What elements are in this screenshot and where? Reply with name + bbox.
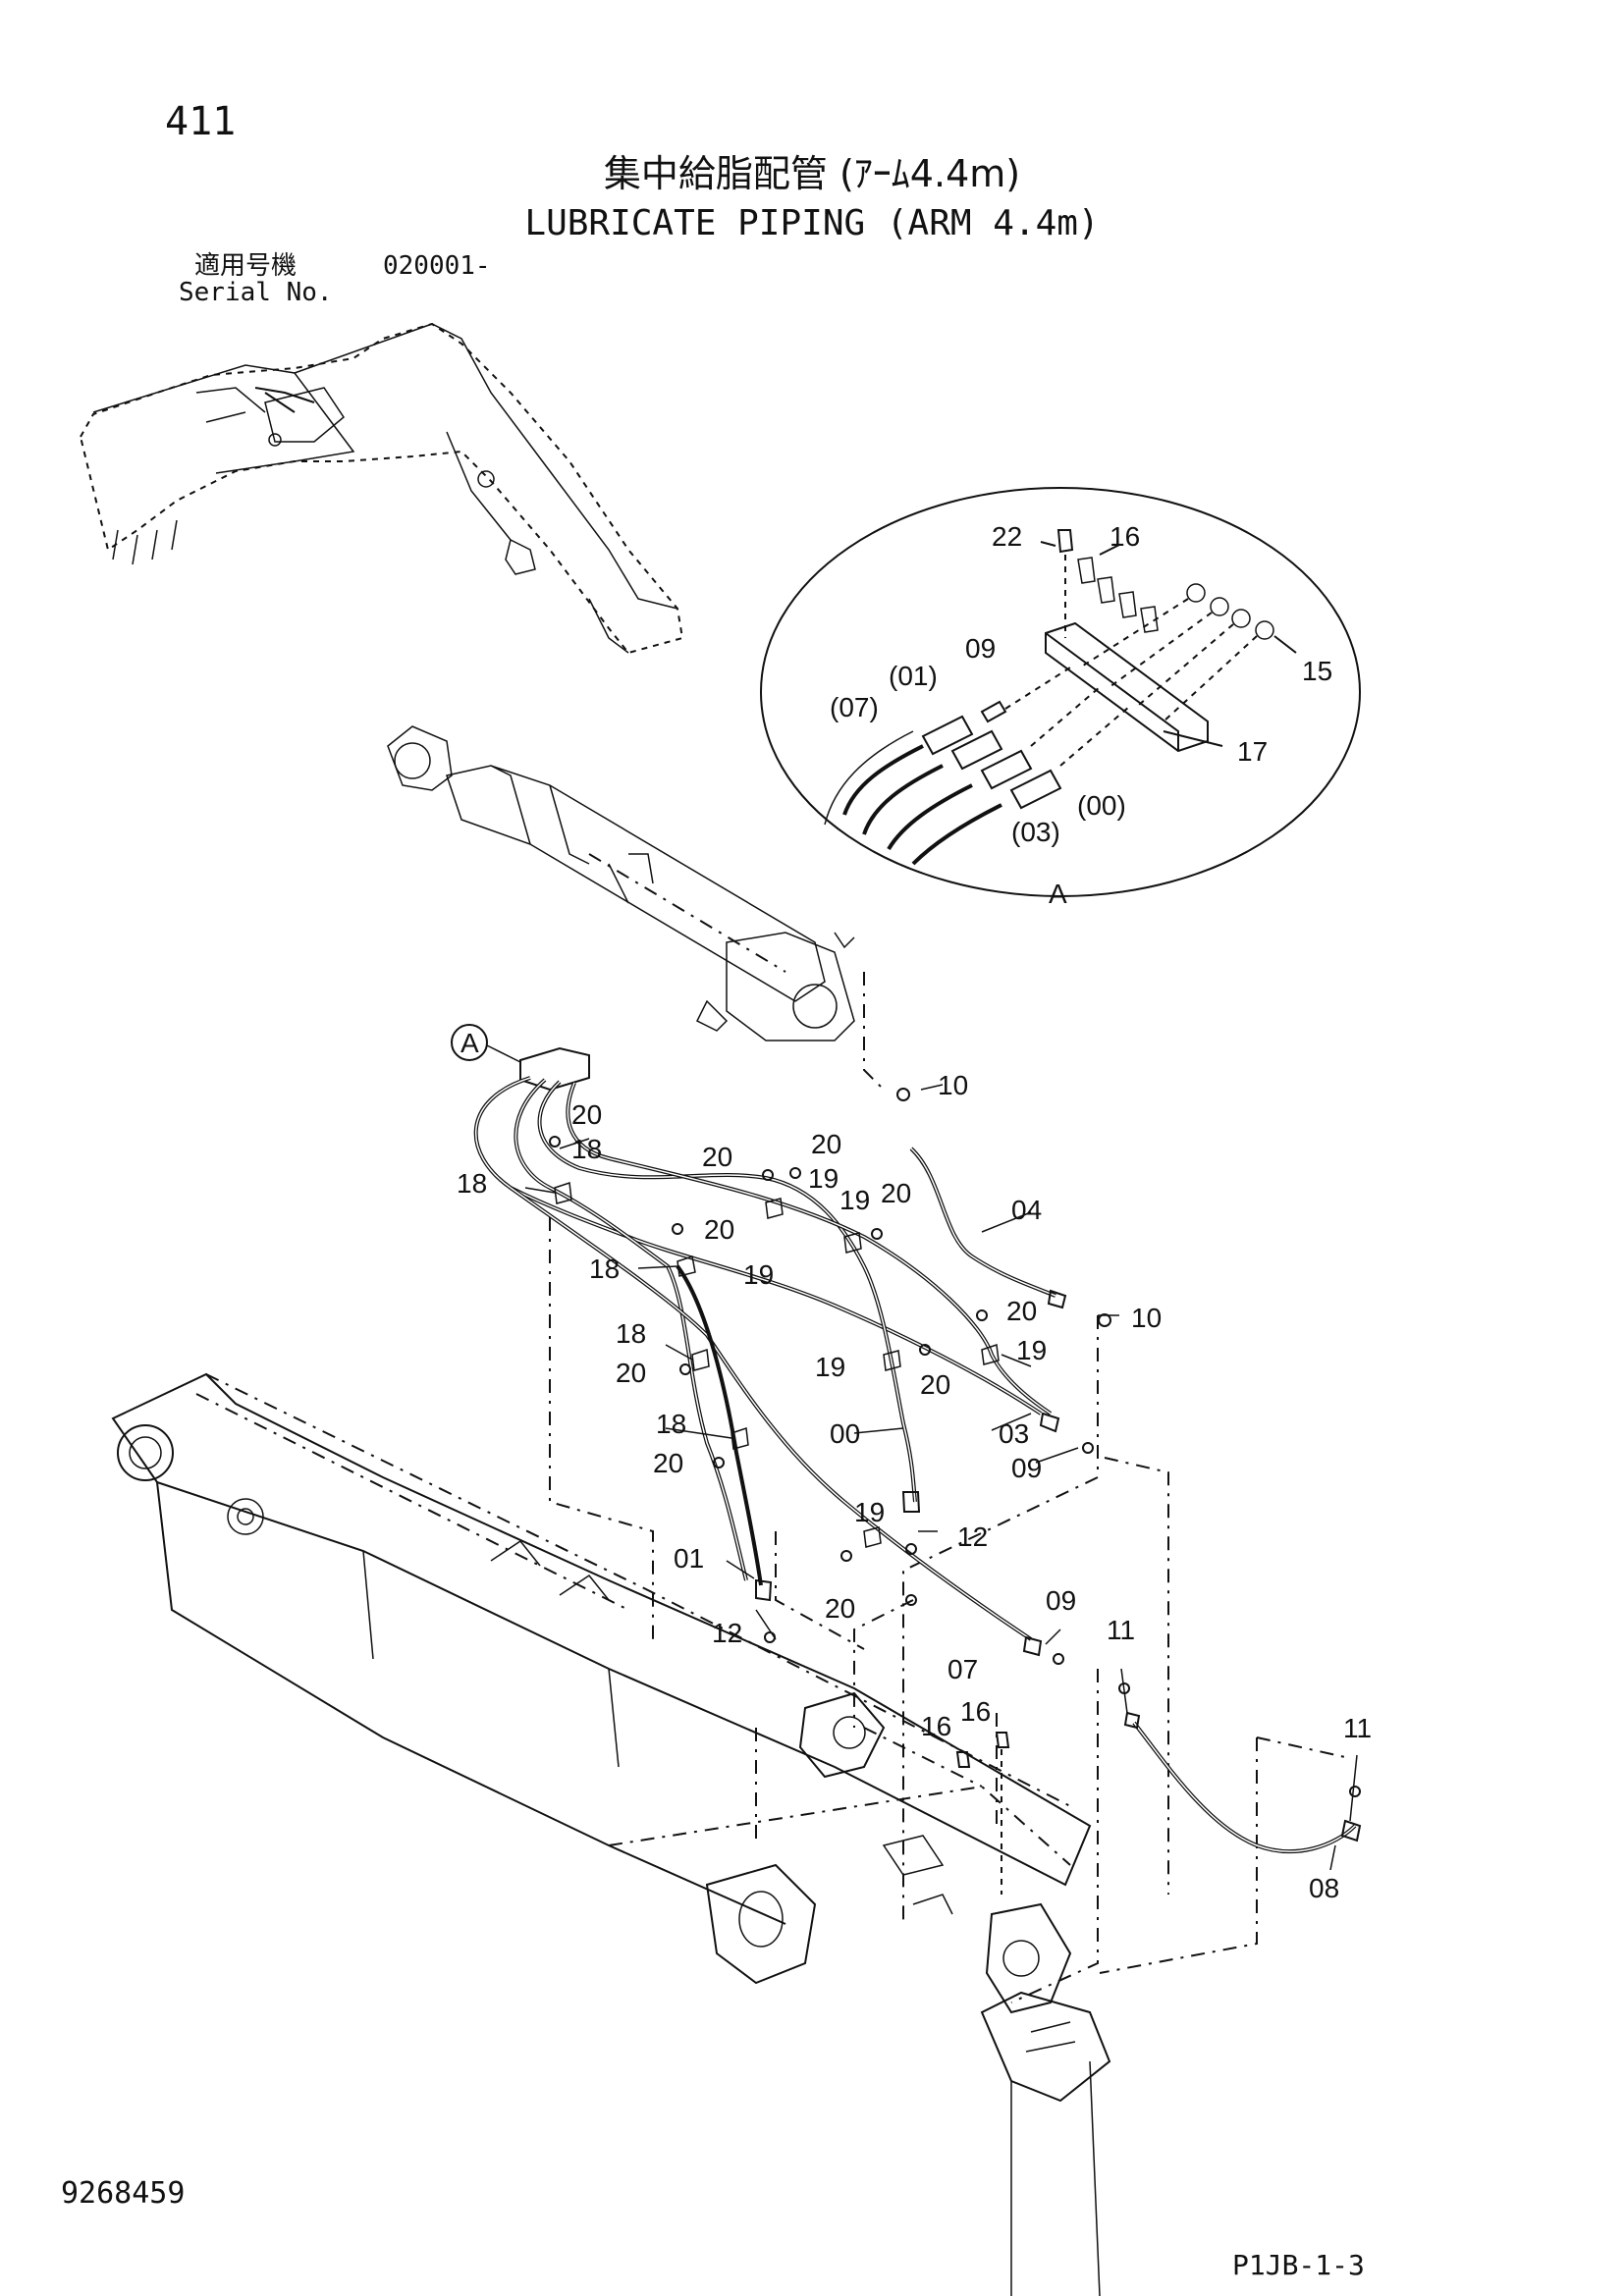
drawing-number: 9268459 (61, 2176, 186, 2211)
callout-label: 16 (921, 1711, 951, 1741)
callout-label: (07) (830, 692, 879, 722)
callout-label: 20 (825, 1593, 855, 1624)
detail-view-a (760, 487, 1361, 897)
arm-structure (111, 1372, 1111, 2296)
callout-label: 16 (960, 1696, 991, 1727)
callout-label: 20 (704, 1214, 734, 1245)
callout-label: 08 (1309, 1873, 1339, 1903)
serial-label-english: Serial No. (179, 278, 333, 307)
callout-label: 20 (571, 1099, 602, 1130)
callout-label: 11 (1107, 1615, 1135, 1645)
callout-label: 18 (616, 1318, 646, 1349)
callout-label: 20 (881, 1178, 911, 1208)
callout-label: 04 (1011, 1195, 1042, 1225)
callout-label: 20 (702, 1142, 732, 1172)
callout-label: 20 (920, 1369, 950, 1400)
routing-guide-lines (549, 972, 1346, 2003)
callout-label: 01 (674, 1543, 704, 1574)
callout-label: 16 (1110, 521, 1140, 552)
callout-label: 18 (589, 1254, 620, 1284)
detail-callout-labels: 22 16 09 (01) (07) 15 17 (00) (03) A (830, 521, 1332, 909)
callout-label: 19 (854, 1497, 885, 1527)
callout-label: 17 (1237, 736, 1268, 767)
callout-label: 12 (957, 1522, 988, 1552)
callout-label: 19 (839, 1185, 870, 1215)
sheet-code: P1JB-1-3 (1232, 2249, 1365, 2281)
callout-label: 10 (1131, 1303, 1162, 1333)
callout-label: 20 (616, 1358, 646, 1388)
callout-label: 03 (999, 1418, 1029, 1449)
title-english: LUBRICATE PIPING (ARM 4.4m) (524, 203, 1100, 243)
callout-label: 10 (938, 1070, 968, 1100)
arm-cylinder (387, 725, 855, 1041)
grease-hoses (473, 1046, 1362, 1895)
detail-reference-label: A (460, 1028, 479, 1058)
callout-label: 20 (1006, 1296, 1037, 1326)
callout-label: 18 (571, 1134, 602, 1164)
main-callout-labels: 10 20 18 20 20 19 18 20 19 19 20 04 18 1… (457, 1070, 1372, 1903)
callout-label: 09 (965, 633, 996, 664)
serial-number-value: 020001- (383, 251, 491, 281)
callout-label: (03) (1011, 817, 1060, 847)
callout-label: 19 (1016, 1335, 1047, 1365)
callout-label: 11 (1343, 1713, 1372, 1743)
excavator-overview-sketch (79, 322, 684, 655)
callout-label: 18 (457, 1168, 487, 1199)
callout-label: (01) (889, 661, 938, 691)
detail-reference-bubble: A (451, 1024, 521, 1063)
callout-label: 19 (808, 1163, 839, 1194)
page-number: 411 (165, 99, 237, 144)
callout-label: 00 (830, 1418, 860, 1449)
detail-view-label: A (1049, 879, 1067, 909)
callout-label: 22 (992, 521, 1022, 552)
title-japanese: 集中給脂配管 (ｱｰﾑ4.4m) (603, 152, 1021, 195)
callout-label: 20 (811, 1129, 841, 1159)
callout-label: 12 (712, 1618, 742, 1648)
callout-label: 09 (1011, 1453, 1042, 1483)
callout-label: 09 (1046, 1585, 1076, 1616)
callout-label: (00) (1077, 790, 1126, 821)
callout-label: 19 (815, 1352, 845, 1382)
callout-label: 18 (656, 1409, 686, 1439)
callout-label: 20 (653, 1448, 683, 1478)
callout-label: 15 (1302, 656, 1332, 686)
fasteners (549, 1088, 1361, 1797)
serial-label-japanese: 適用号機 (194, 251, 298, 281)
callout-label: 19 (743, 1259, 774, 1290)
callout-label: 07 (947, 1654, 978, 1684)
